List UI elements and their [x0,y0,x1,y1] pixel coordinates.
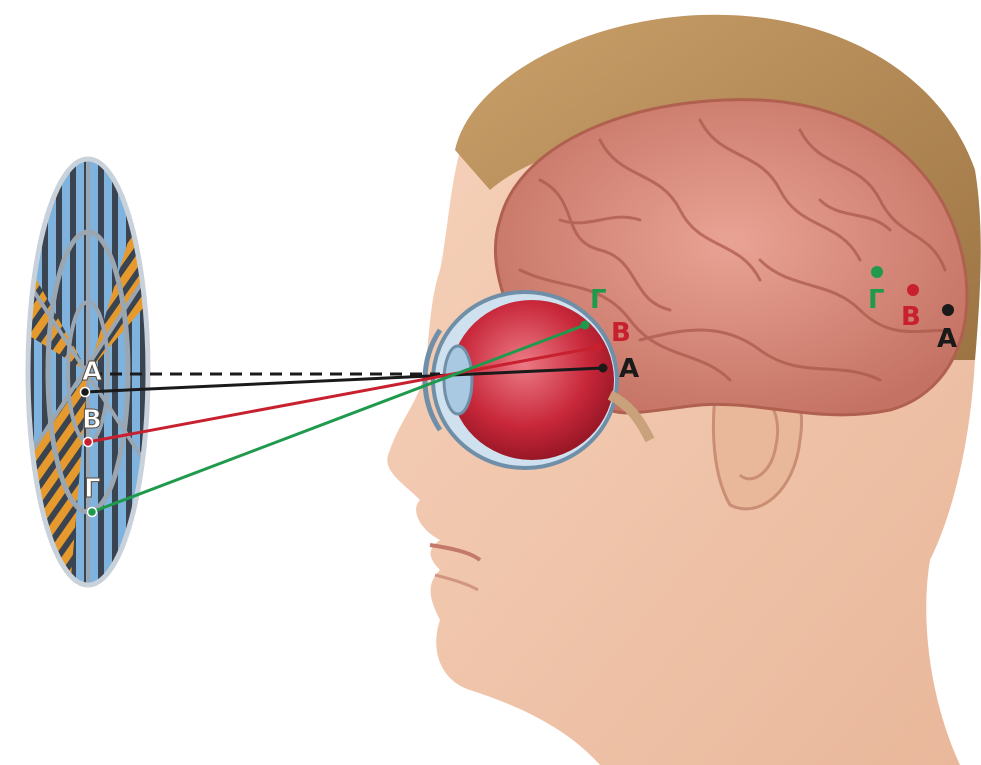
cortex-label-a: А [937,324,957,354]
retina-label-a: А [619,354,639,384]
retina-point-g [581,321,590,330]
cortex-point-v [907,284,919,296]
target-label-a: А [82,357,102,387]
cortex-point-a [942,304,954,316]
cortex-point-g [871,266,883,278]
cortex-label-v: В [901,302,921,332]
retina-point-v [594,343,603,352]
retina-label-v: В [611,318,631,348]
retina-label-g: Г [590,285,607,315]
target-point-g [88,508,97,517]
target-label-v: В [82,405,102,435]
target-label-g: Г [84,474,101,504]
target-point-v [84,438,93,447]
target-point-a [81,388,90,397]
cortex-label-g: Г [868,285,885,315]
retina-point-a [599,364,608,373]
